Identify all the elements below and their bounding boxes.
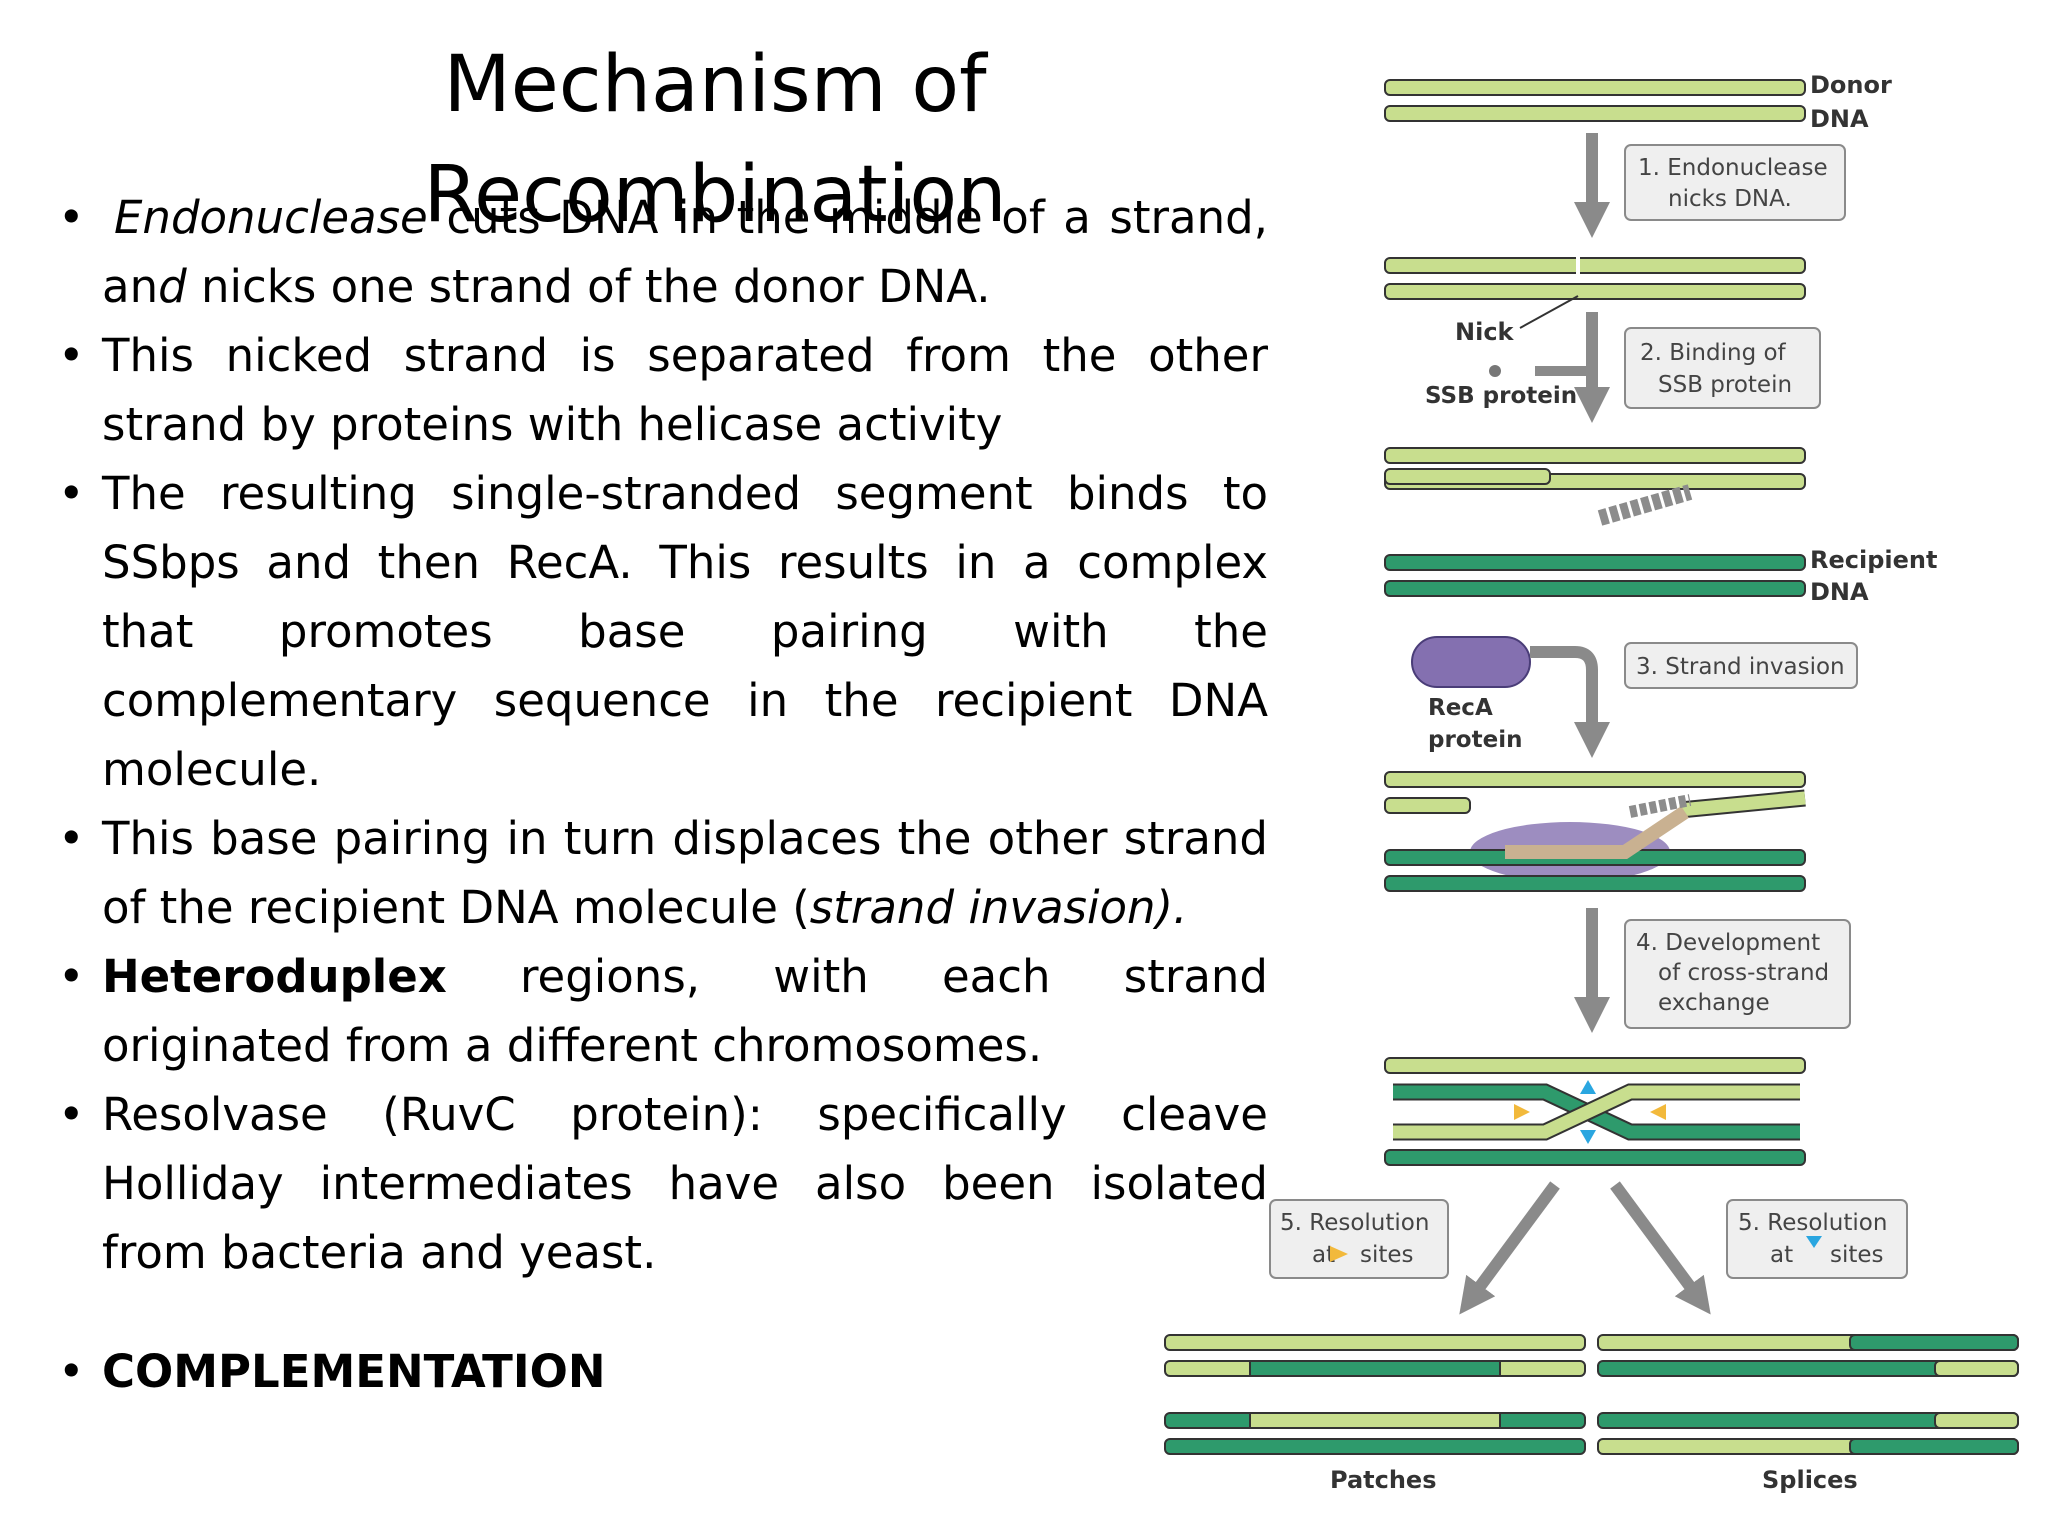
splices-product xyxy=(1597,1334,2019,1455)
nicked-donor-dna xyxy=(1384,256,1806,300)
step-3-box: 3. Strand invasion xyxy=(1624,642,1858,689)
bullet-strand-invasion: This base pairing in turn displaces the … xyxy=(58,804,1268,942)
arrow-resolution-left xyxy=(1459,1181,1560,1315)
svg-text:sites: sites xyxy=(1830,1242,1884,1268)
recombination-diagram: Donor DNA 1. Endonuclease nicks DNA. Nic… xyxy=(1164,71,2019,1494)
single-strand-with-ssb xyxy=(1384,447,1806,526)
holliday-junction xyxy=(1384,1057,1806,1166)
resolution-right-box: 5. Resolution at sites xyxy=(1726,1199,1908,1279)
donor-label: Donor xyxy=(1810,71,1892,99)
strand-invasion-intermediate xyxy=(1384,771,1806,892)
term-complementation: COMPLEMENTATION xyxy=(102,1345,606,1398)
step-4-box: 4. Development of cross-strand exchange xyxy=(1624,919,1851,1029)
term-strand-invasion: strand invasion). xyxy=(809,881,1188,934)
term-heteroduplex: Heteroduplex xyxy=(102,950,447,1003)
donor-dna xyxy=(1384,79,1806,122)
svg-text:2. Binding of: 2. Binding of xyxy=(1640,340,1787,366)
reca-protein-icon xyxy=(1411,636,1531,688)
svg-text:1. Endonuclease: 1. Endonuclease xyxy=(1638,155,1828,181)
orange-site-icon xyxy=(1330,1246,1348,1262)
patches-label: Patches xyxy=(1330,1466,1437,1494)
bullet-resolvase: Resolvase (RuvC protein): specifically c… xyxy=(58,1080,1268,1287)
splices-label: Splices xyxy=(1762,1466,1858,1494)
term-endonuclease: Endonuclease xyxy=(114,191,428,244)
svg-text:sites: sites xyxy=(1360,1242,1414,1268)
svg-text:5. Resolution: 5. Resolution xyxy=(1280,1210,1429,1236)
svg-text:3. Strand invasion: 3. Strand invasion xyxy=(1636,654,1845,680)
svg-text:SSB protein: SSB protein xyxy=(1658,372,1792,398)
step-1-box: 1. Endonuclease nicks DNA. xyxy=(1624,144,1846,221)
bullet-endonuclease: Endonuclease cuts DNA in the middle of a… xyxy=(58,183,1268,321)
svg-text:4. Development: 4. Development xyxy=(1636,930,1820,956)
arrow-resolution-right xyxy=(1610,1181,1711,1315)
recipient-label-2: DNA xyxy=(1810,578,1869,606)
bullet-heteroduplex: Heteroduplex regions, with each strand o… xyxy=(58,942,1268,1080)
nick-pointer xyxy=(1519,295,1579,329)
nick-label: Nick xyxy=(1455,318,1515,346)
step-2-box: 2. Binding of SSB protein xyxy=(1624,327,1821,409)
bullet-complementation: COMPLEMENTATION xyxy=(58,1337,1268,1406)
svg-text:exchange: exchange xyxy=(1658,990,1770,1016)
svg-text:5. Resolution: 5. Resolution xyxy=(1738,1210,1887,1236)
recipient-dna xyxy=(1384,554,1806,597)
bullet-helicase: This nicked strand is separated from the… xyxy=(58,321,1268,459)
donor-label-2: DNA xyxy=(1810,105,1869,133)
bullet-list: Endonuclease cuts DNA in the middle of a… xyxy=(58,183,1268,1406)
ssb-label: SSB protein xyxy=(1425,383,1577,409)
recipient-label: Recipient xyxy=(1810,546,1937,574)
reca-label-2: protein xyxy=(1428,727,1522,753)
bullet-reca-complex: The resulting single-stranded segment bi… xyxy=(58,459,1268,804)
svg-text:nicks DNA.: nicks DNA. xyxy=(1668,186,1792,212)
blue-site-icon xyxy=(1806,1236,1822,1248)
svg-text:at: at xyxy=(1770,1242,1793,1268)
svg-text:at: at xyxy=(1312,1242,1335,1268)
reca-label: RecA xyxy=(1428,695,1493,721)
patches-product xyxy=(1164,1334,1586,1455)
ssb-protein-icon xyxy=(1489,365,1501,377)
svg-text:of cross-strand: of cross-strand xyxy=(1658,960,1829,986)
resolution-left-box: 5. Resolution at sites xyxy=(1269,1199,1449,1279)
